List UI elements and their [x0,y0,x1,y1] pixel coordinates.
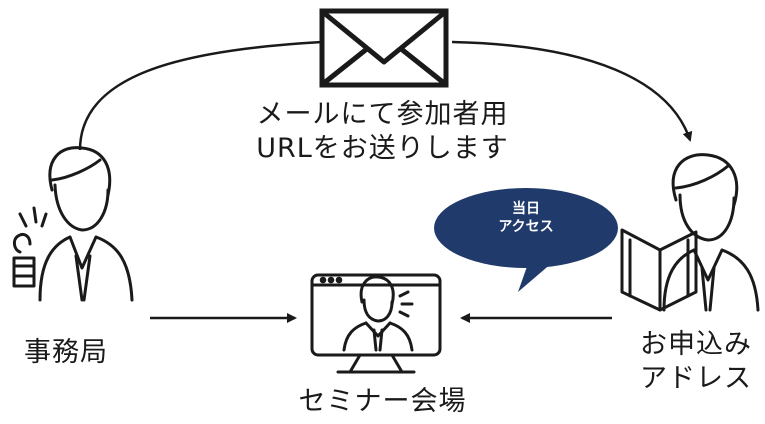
envelope-icon [319,8,449,88]
recipient-label-line-2: アドレス [640,363,752,394]
recipient-label: お申込み アドレス [640,328,752,396]
bubble-text-line-2: アクセス [498,219,554,235]
mail-message-line-2: URLをお送りします [256,133,509,164]
monitor-presenter-icon [310,273,442,374]
mail-route-curve-right [451,40,693,142]
mail-message-line-1: メールにて参加者用 [256,99,509,130]
bubble-text-line-1: 当日 [512,201,540,217]
mail-route-curve-left [78,40,323,151]
access-bubble [434,188,618,292]
sender-label: 事務局 [24,337,108,368]
venue-label: セミナー会場 [298,386,467,417]
recipient-label-line-1: お申込み [640,329,752,360]
person-thumbs-up-icon [12,146,134,302]
bubble-text: 当日 アクセス [462,200,590,236]
person-with-book-icon [620,153,760,312]
mail-message: メールにて参加者用 URLをお送りします [0,98,765,166]
